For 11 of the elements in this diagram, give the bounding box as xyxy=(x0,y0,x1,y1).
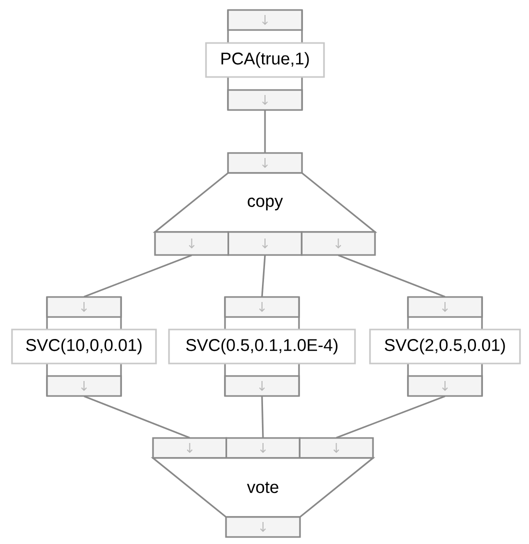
connector-line xyxy=(261,255,266,297)
operator-block: SVC(2,0.5,0.01) xyxy=(369,296,521,397)
connector-line xyxy=(338,254,446,298)
connector-line xyxy=(84,254,192,298)
operator-block: SVC(10,0,0.01) xyxy=(11,296,157,397)
connector-line xyxy=(264,110,266,153)
connector-line xyxy=(84,395,190,439)
connector-line xyxy=(336,395,446,439)
connector-line xyxy=(261,396,264,438)
operator-block: SVC(0.5,0.1,1.0E-4) xyxy=(168,296,356,397)
operator-block: PCA(true,1) xyxy=(205,9,325,111)
